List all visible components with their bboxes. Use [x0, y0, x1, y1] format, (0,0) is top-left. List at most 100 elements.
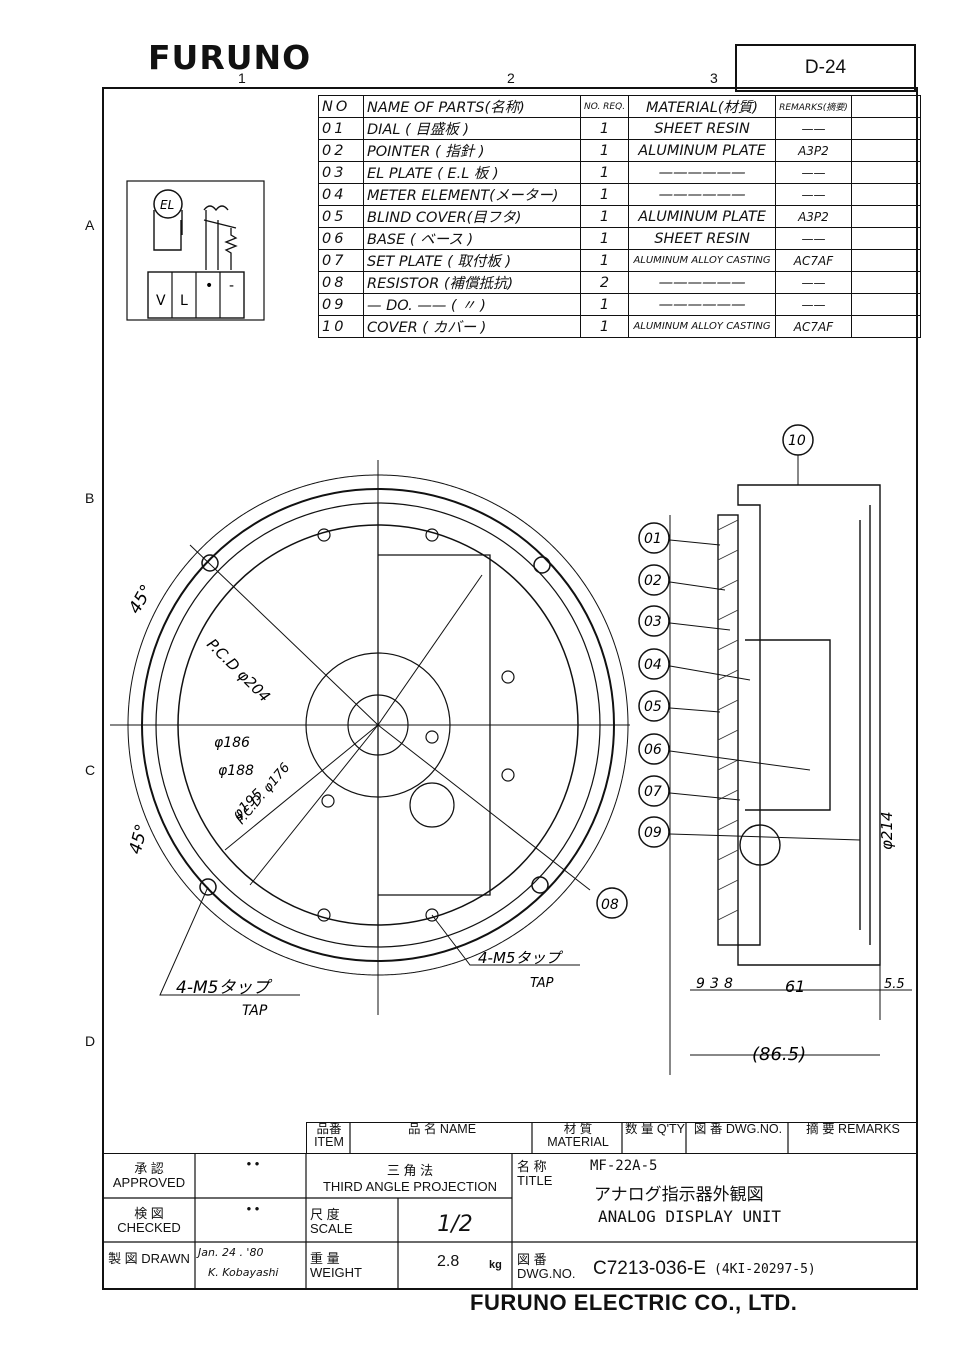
parts-cell-extra	[850, 315, 921, 338]
parts-cell-material: ALUMINUM ALLOY CASTING	[628, 315, 777, 338]
callout-circle	[638, 816, 670, 848]
furuno-logo: FURUNO	[148, 38, 312, 77]
cover-outline	[737, 484, 881, 966]
scale-label: 尺 度 SCALE	[310, 1207, 353, 1236]
parts-cell-name: — DO. —— ( 〃 )	[363, 293, 581, 316]
parts-cell-material: ——————	[628, 271, 777, 294]
parts-cell-extra	[850, 293, 921, 316]
parts-cell-name: COVER ( カバー )	[363, 315, 581, 338]
approved-value: • •	[246, 1156, 260, 1171]
parts-cell-qty: 2	[579, 271, 630, 294]
dial-plate	[717, 514, 739, 946]
checked-label: 検 図 CHECKED	[117, 1206, 181, 1235]
weight-value: 2.8	[437, 1253, 460, 1270]
dim-214: φ214	[878, 811, 896, 850]
projection-label: THIRD ANGLE PROJECTION	[322, 1179, 498, 1194]
dim-5-5: 5.5	[884, 977, 905, 992]
dim-9: 9	[696, 976, 705, 992]
parts-cell-extra	[850, 249, 921, 272]
parts-cell-remarks: ——	[775, 161, 852, 184]
grid-col-3: 3	[710, 70, 718, 86]
title-block-grid	[103, 1122, 918, 1290]
weight-label: 重 量 WEIGHT	[310, 1251, 362, 1280]
header-material: MATERIAL(材質)	[628, 95, 777, 118]
tap-left-label: 4-M5タップ	[176, 978, 273, 998]
parts-cell-material: ALUMINUM PLATE	[628, 205, 777, 228]
meter-element	[745, 639, 831, 811]
callout-circle	[638, 564, 670, 596]
grid-col-2: 2	[507, 70, 515, 86]
parts-cell-remarks: ——	[775, 117, 852, 140]
drawn-by: K. Kobayashi	[208, 1266, 279, 1279]
dwg-number: C7213-036-E	[593, 1258, 707, 1279]
dim-3: 3	[710, 976, 719, 992]
approved-label: 承 認 APPROVED	[112, 1161, 186, 1190]
callout-label: 03	[644, 614, 662, 630]
grid-row-a: A	[85, 217, 95, 233]
parts-table: NO NAME OF PARTS(名称) NO. REQ. MATERIAL(材…	[318, 95, 921, 338]
parts-cell-name: BASE ( ベース )	[363, 227, 581, 250]
parts-row: 09— DO. —— ( 〃 )1————————	[318, 293, 921, 316]
parts-cell-name: BLIND COVER(目フタ)	[363, 205, 581, 228]
tap-left-en-label: TAP	[242, 1003, 268, 1019]
dim-61: 61	[785, 977, 805, 996]
title-label: 名 称 TITLE	[517, 1159, 553, 1188]
drawing-code: D-24	[735, 44, 916, 92]
col-material: 材 質 MATERIAL	[547, 1122, 609, 1149]
parts-cell-remarks: AC7AF	[775, 249, 852, 272]
meter-coil-icon	[203, 205, 237, 229]
parts-cell-no: 01	[318, 117, 364, 140]
drawn-label: 製 図 DRAWN	[108, 1251, 190, 1266]
parts-cell-extra	[850, 139, 921, 162]
callout-circle	[638, 648, 670, 680]
parts-cell-no: 08	[318, 271, 364, 294]
el-label: EL	[160, 198, 174, 212]
parts-cell-qty: 1	[579, 293, 630, 316]
parts-cell-material: ——————	[628, 183, 777, 206]
parts-cell-qty: 1	[579, 117, 630, 140]
parts-cell-extra	[850, 161, 921, 184]
parts-cell-no: 04	[318, 183, 364, 206]
callout-label: 01	[644, 531, 662, 547]
grid-row-b: B	[85, 490, 95, 506]
parts-cell-extra	[850, 183, 921, 206]
tap-right-label: 4-M5タップ	[478, 949, 563, 967]
title-block	[103, 1153, 918, 1290]
grid-row-c: C	[85, 762, 96, 778]
parts-cell-name: EL PLATE ( E.L 板 )	[363, 161, 581, 184]
el-lamp-icon	[153, 189, 183, 219]
header-no: NO	[318, 95, 364, 118]
parts-cell-no: 07	[318, 249, 364, 272]
parts-cell-extra	[850, 205, 921, 228]
callout-circle	[638, 690, 670, 722]
resistor-icon	[205, 210, 238, 270]
tap-right-en-label: TAP	[530, 976, 554, 991]
dwg-reference: (4KI-20297-5)	[714, 1262, 816, 1277]
parts-cell-material: SHEET RESIN	[628, 117, 777, 140]
parts-cell-qty: 1	[579, 205, 630, 228]
parts-cell-extra	[850, 227, 921, 250]
checked-value: • •	[246, 1201, 260, 1216]
dim-8: 8	[724, 976, 733, 992]
header-qty: NO. REQ.	[579, 95, 630, 118]
dwg-no-label: 図 番 DWG.NO.	[517, 1252, 576, 1281]
callout-08: 08	[601, 897, 619, 913]
parts-cell-no: 10	[318, 315, 364, 338]
projection-jp: 三 角 法	[386, 1163, 434, 1178]
dim-186: φ186	[214, 735, 250, 751]
parts-cell-name: POINTER ( 指針 )	[363, 139, 581, 162]
callout-label: 10	[788, 433, 806, 449]
col-remarks: 摘 要 REMARKS	[806, 1122, 900, 1136]
parts-cell-material: SHEET RESIN	[628, 227, 777, 250]
callout-circle	[638, 605, 670, 637]
parts-cell-material: ——————	[628, 161, 777, 184]
parts-cell-remarks: ——	[775, 293, 852, 316]
callout-08-circle	[596, 887, 628, 919]
col-qty: 数 量 Q'TY	[624, 1122, 686, 1136]
